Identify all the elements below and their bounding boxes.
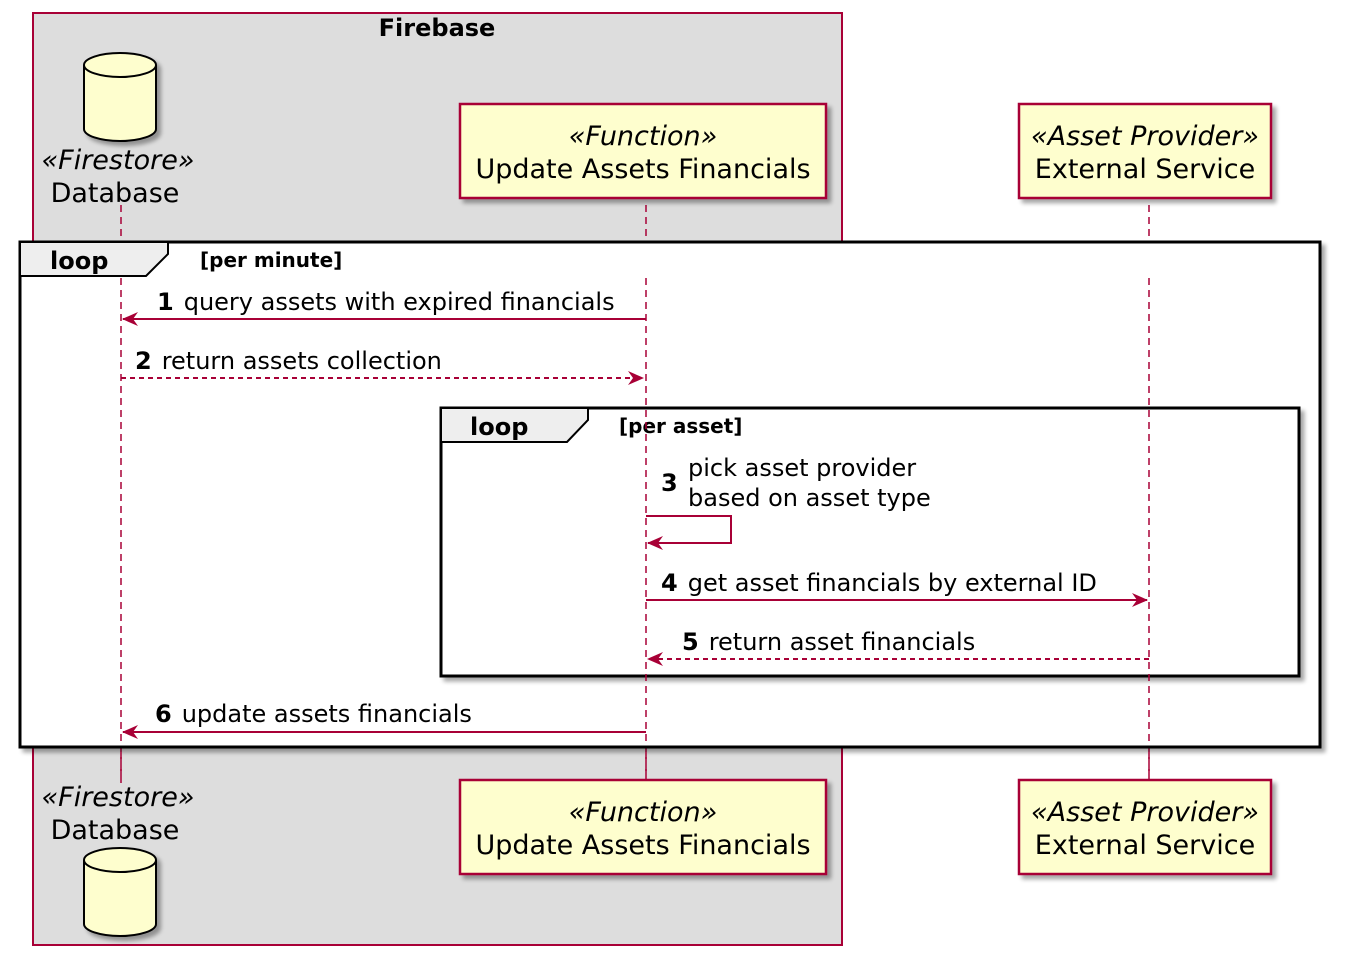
message-5: 5 return asset financials — [647, 628, 1149, 666]
database-icon — [83, 52, 157, 142]
message-1-number: 1 — [157, 288, 174, 316]
message-3-line1: pick asset provider — [688, 454, 916, 482]
function-stereotype-bottom: «Function» — [569, 797, 718, 828]
external-name: External Service — [1035, 154, 1255, 185]
outer-loop-keyword: loop — [50, 247, 108, 275]
message-1: 1 query assets with expired financials — [122, 288, 646, 326]
participant-external-bottom[interactable]: «Asset Provider» External Service — [1017, 778, 1273, 876]
firebase-box-title: Firebase — [379, 14, 496, 42]
message-3: 3 pick asset provider based on asset typ… — [646, 454, 931, 550]
message-2: 2 return assets collection — [121, 347, 644, 385]
participant-function-bottom[interactable]: «Function» Update Assets Financials — [458, 778, 828, 876]
external-stereotype-bottom: «Asset Provider» — [1031, 797, 1259, 828]
participant-database-bottom[interactable]: «Firestore» Database — [42, 782, 195, 937]
message-4: 4 get asset financials by external ID — [646, 569, 1148, 607]
lifelines-bottom — [120, 752, 1150, 788]
message-5-number: 5 — [682, 628, 699, 656]
message-3-line2: based on asset type — [688, 484, 931, 512]
participant-function-top[interactable]: «Function» Update Assets Financials — [458, 102, 828, 200]
message-6-text: update assets financials — [182, 700, 472, 728]
database-name: Database — [51, 178, 180, 209]
message-1-text: query assets with expired financials — [184, 288, 615, 316]
participant-database-top[interactable]: «Firestore» Database — [42, 52, 195, 209]
database-stereotype: «Firestore» — [42, 145, 195, 176]
inner-loop-guard: [per asset] — [619, 414, 742, 438]
message-2-text: return assets collection — [162, 347, 442, 375]
inner-loop-frame: loop [per asset] — [439, 406, 1301, 678]
database-stereotype-bottom: «Firestore» — [42, 782, 195, 813]
function-stereotype: «Function» — [569, 121, 718, 152]
outer-loop-guard: [per minute] — [200, 248, 342, 272]
participant-external-top[interactable]: «Asset Provider» External Service — [1017, 102, 1273, 200]
database-name-bottom: Database — [51, 815, 180, 846]
message-4-text: get asset financials by external ID — [688, 569, 1097, 597]
function-name-bottom: Update Assets Financials — [475, 830, 810, 861]
function-name: Update Assets Financials — [475, 154, 810, 185]
message-6-number: 6 — [155, 700, 172, 728]
message-3-number: 3 — [661, 469, 678, 497]
lifelines-overlay — [120, 278, 1150, 745]
message-5-text: return asset financials — [709, 628, 976, 656]
inner-loop-keyword: loop — [470, 413, 528, 441]
external-name-bottom: External Service — [1035, 830, 1255, 861]
database-icon-bottom — [83, 847, 157, 937]
message-4-number: 4 — [661, 569, 678, 597]
message-6: 6 update assets financials — [122, 700, 646, 739]
message-2-number: 2 — [135, 347, 152, 375]
external-stereotype: «Asset Provider» — [1031, 121, 1259, 152]
